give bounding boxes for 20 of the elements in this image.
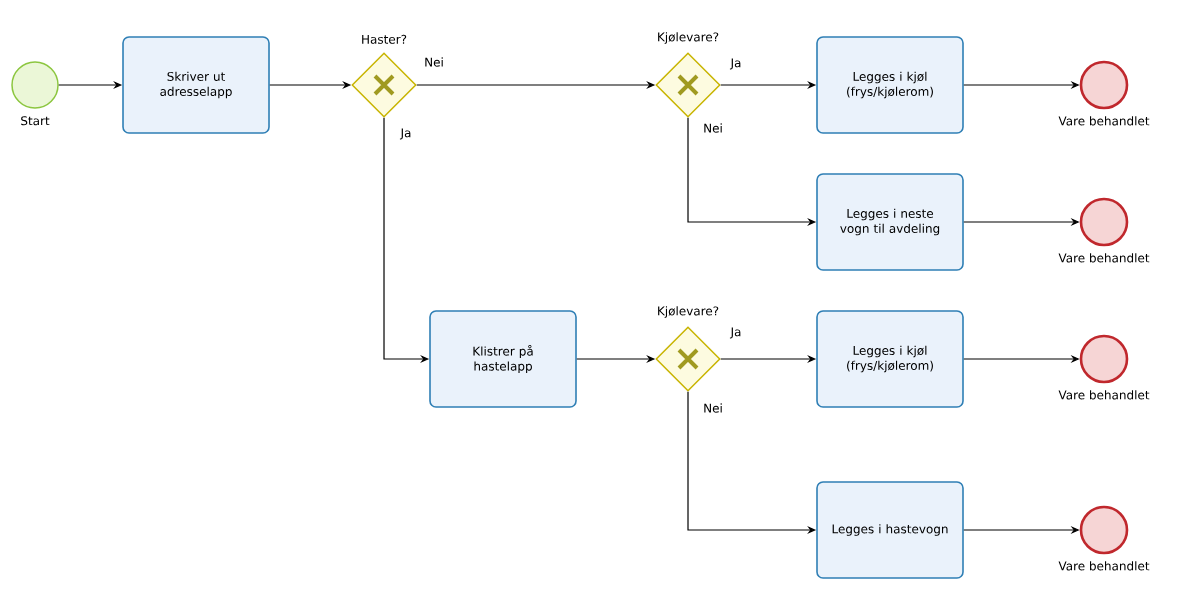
task-box: Skriver ut adresselapp: [122, 36, 270, 134]
event-label: Kjølevare?: [658, 306, 719, 318]
task-box: Legges i kjøl (frys/kjølerom): [816, 310, 964, 408]
edge-label: Nei: [702, 122, 724, 134]
edge-label: Ja: [399, 127, 413, 141]
edge-label: Ja: [729, 57, 743, 71]
event-label: Vare behandlet: [1058, 253, 1150, 263]
event-label: Vare behandlet: [1058, 390, 1150, 400]
task-box: Legges i hastevogn: [816, 481, 964, 579]
edge-label: Ja: [729, 326, 743, 340]
event-label: Start: [21, 116, 50, 126]
task-box: Legges i neste vogn til avdeling: [816, 173, 964, 271]
event-label: Haster?: [362, 34, 407, 44]
task-box: Legges i kjøl (frys/kjølerom): [816, 36, 964, 134]
event-label: Kjølevare?: [658, 32, 719, 44]
edge-label: Nei: [423, 56, 445, 68]
event-label: Vare behandlet: [1058, 561, 1150, 571]
edge-label: Nei: [702, 402, 724, 414]
event-label: Vare behandlet: [1058, 116, 1150, 126]
task-box: Klistrer på hastelapp: [429, 310, 577, 408]
